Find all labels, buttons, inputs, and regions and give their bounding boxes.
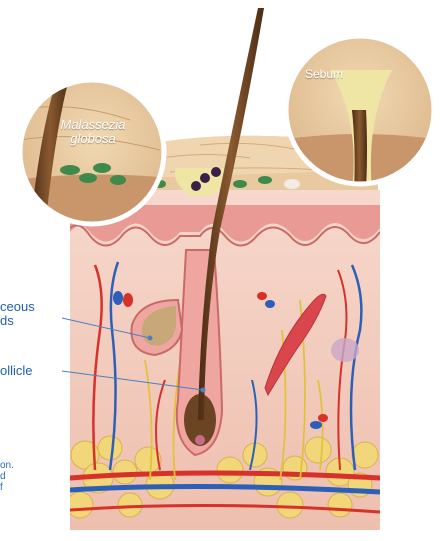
sweat-gland [331,338,359,362]
sebaceous-line2: ds [0,314,35,328]
dermal-papilla [195,435,205,445]
dermis-block [67,190,380,530]
hair-follicle-label: ollicle [0,364,33,378]
sebaceous-glands-label: ceous ds [0,300,35,328]
sebum-label: Sebum [305,67,343,81]
note-line2: d [0,471,14,482]
sebaceous-line1: ceous [0,300,35,314]
note-line1: on. [0,460,14,471]
malassezia-label: Malassezia globosa [52,118,134,146]
note-line3: f [0,482,14,493]
side-note: on. d f [0,460,14,493]
malassezia-line2: globosa [52,132,134,146]
malassezia-line1: Malassezia [52,118,134,132]
